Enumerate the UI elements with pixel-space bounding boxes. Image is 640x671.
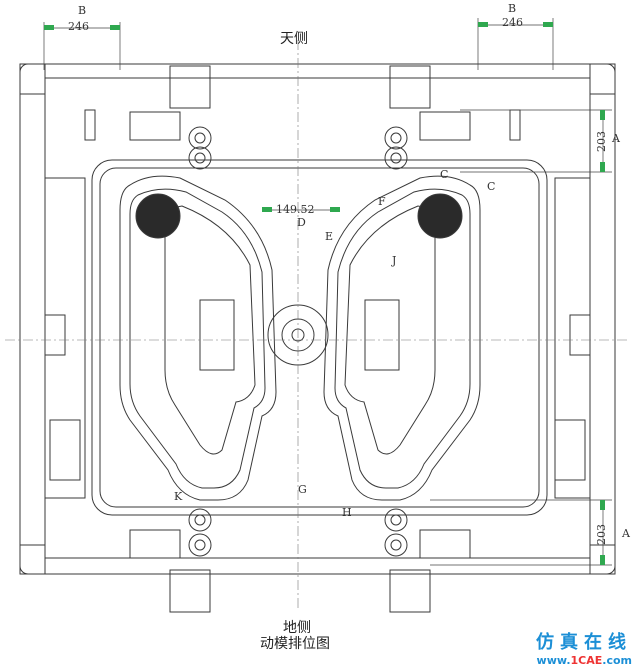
lift-block-tr <box>389 65 431 109</box>
watermark-brand: 仿真在线 <box>536 632 632 653</box>
marker <box>600 555 605 565</box>
corner-block-bl <box>19 544 46 575</box>
marker <box>262 207 272 212</box>
marker <box>600 500 605 510</box>
left-door-opening <box>164 205 256 455</box>
caption: 动模排位图 <box>260 636 330 652</box>
section-letter-j: J <box>392 254 397 267</box>
section-letter-g: G <box>298 483 307 496</box>
slider-right <box>364 299 400 371</box>
dim-right-width: 246 <box>502 16 523 29</box>
cavity-window <box>91 159 548 516</box>
guide-bush-tl <box>188 126 212 150</box>
dim-left-width: 246 <box>68 20 89 33</box>
section-letter-h: H <box>342 506 352 519</box>
outer-plate <box>19 63 616 575</box>
right-door-opening <box>344 205 436 455</box>
section-letter-c1: C <box>440 168 449 181</box>
guide-bush-ml <box>188 146 212 170</box>
plate-inner-border <box>44 77 591 559</box>
guide-bush-br2 <box>384 533 408 557</box>
section-letter-k: K <box>174 490 183 503</box>
dim-right-upper: 203 <box>595 131 608 152</box>
marker <box>543 22 553 27</box>
section-letter-a-lower: A <box>622 527 630 540</box>
marker <box>478 22 488 27</box>
section-letter-f: F <box>378 195 386 208</box>
bottom-side-label: 地侧 <box>283 620 311 636</box>
guide-bush-bl <box>188 508 212 532</box>
marker <box>330 207 340 212</box>
section-letter-b-left: B <box>78 4 87 17</box>
marker <box>44 25 54 30</box>
section-letter-e: E <box>325 230 334 243</box>
right-door-part <box>323 175 481 501</box>
guide-bush-bl2 <box>188 533 212 557</box>
marker <box>110 25 120 30</box>
guide-bush-br <box>384 508 408 532</box>
lift-block-br <box>389 569 431 613</box>
lift-block-tl <box>169 65 211 109</box>
dim-center: 149.52 <box>276 203 315 216</box>
lift-block-bl <box>169 569 211 613</box>
guide-bush-tr <box>384 126 408 150</box>
section-letter-a-upper: A <box>612 132 620 145</box>
dim-right-lower: 203 <box>595 524 608 545</box>
marker <box>600 162 605 172</box>
section-letter-d: D <box>297 216 306 229</box>
marker <box>600 110 605 120</box>
watermark: 仿真在线 www.1CAE.com <box>536 628 632 667</box>
left-door-part <box>119 175 277 501</box>
corner-block-br <box>589 544 616 575</box>
left-speaker <box>135 193 181 239</box>
slider-left <box>199 299 235 371</box>
guide-bush-mr <box>384 146 408 170</box>
corner-block-tl <box>19 63 46 95</box>
top-side-label: 天侧 <box>280 31 308 47</box>
section-letter-b-right: B <box>508 2 517 15</box>
watermark-url: www.1CAE.com <box>536 654 632 667</box>
section-letter-c2: C <box>487 180 496 193</box>
right-speaker <box>417 193 463 239</box>
corner-block-tr <box>589 63 616 95</box>
cavity-window-inner <box>99 167 540 508</box>
